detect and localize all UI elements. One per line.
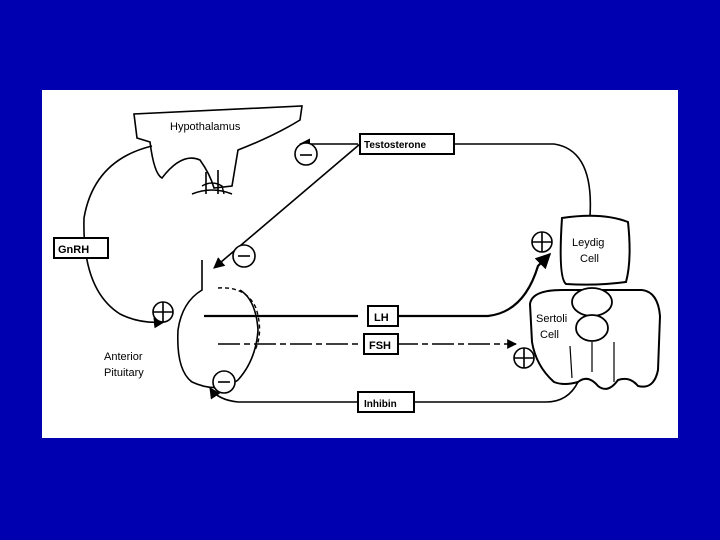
gnrh-pathway (83, 145, 166, 329)
anterior-pituitary-label-1: Anterior (104, 351, 143, 363)
sertoli-nucleus-lower (575, 314, 609, 342)
anterior-pituitary-label-2: Pituitary (104, 367, 144, 379)
inhibin-pathway (210, 382, 579, 403)
hypothalamus-shape (133, 105, 303, 189)
testosterone-hypothalamus-inhibitory-sign (294, 142, 318, 166)
hypothalamus-label: Hypothalamus (170, 121, 241, 133)
gnrh-box (53, 237, 109, 259)
sertoli-label-2: Cell (540, 329, 559, 341)
posterior-pituitary-shape (217, 287, 261, 353)
anterior-pituitary-shape (176, 260, 259, 389)
testosterone-to-hypothalamus-path (454, 143, 592, 217)
lh-pathway (204, 254, 550, 318)
fsh-box (363, 333, 399, 355)
fsh-label: FSH (369, 340, 391, 352)
leydig-label-2: Cell (580, 253, 599, 265)
hpg-axis-diagram: Hypothalamus GnRH Testosterone Anterior … (53, 105, 662, 413)
lh-box (367, 305, 399, 327)
leydig-cell (559, 214, 631, 286)
testosterone-label: Testosterone (364, 140, 426, 151)
leydig-label-1: Leydig (572, 237, 604, 249)
sertoli-nucleus-upper (571, 287, 613, 317)
diagram-panel: Hypothalamus GnRH Testosterone Anterior … (42, 90, 678, 438)
inhibin-box (357, 391, 415, 413)
gnrh-label: GnRH (58, 244, 89, 256)
inhibin-label: Inhibin (364, 399, 397, 410)
lh-label: LH (374, 312, 389, 324)
sertoli-label-1: Sertoli (536, 313, 567, 325)
pituitary-stalk (191, 170, 233, 195)
